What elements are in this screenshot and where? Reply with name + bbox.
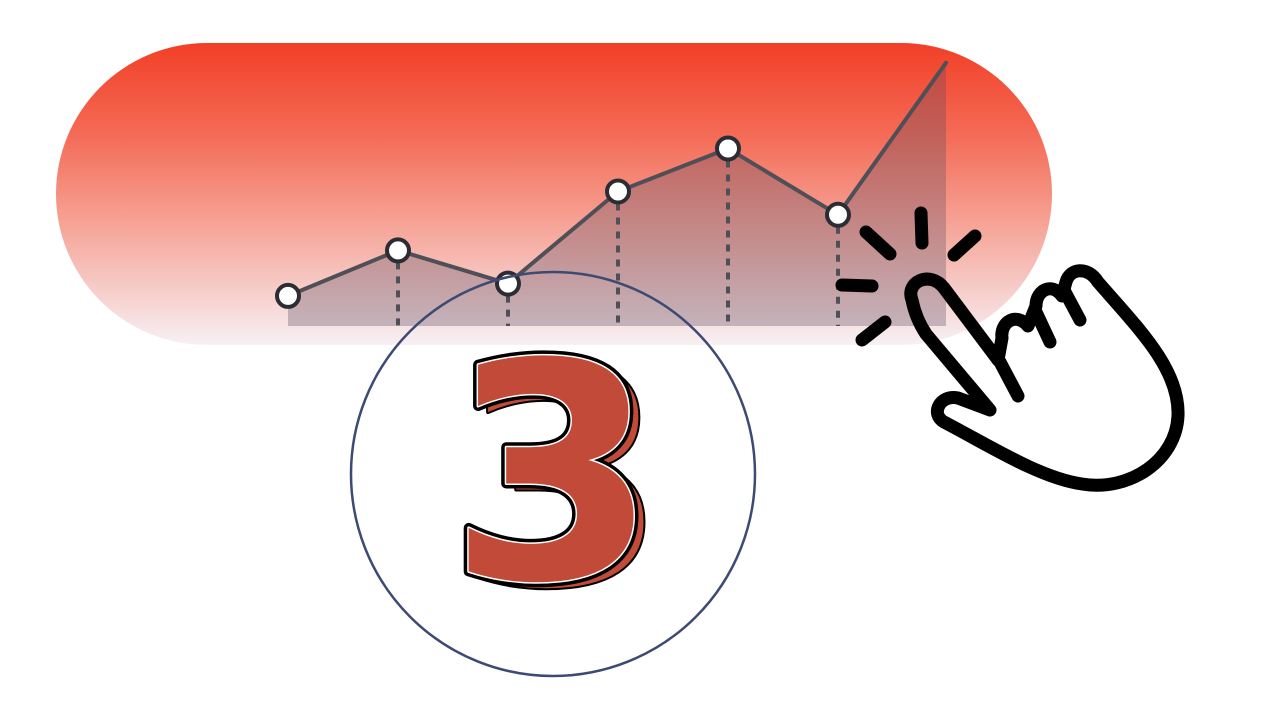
click-rays-icon xyxy=(835,206,982,347)
pointing-hand-click-icon xyxy=(835,206,1185,492)
hand-outline xyxy=(904,264,1185,492)
hand-finger-crease xyxy=(993,355,1025,403)
chart-point xyxy=(715,135,741,162)
chart-point xyxy=(605,178,631,205)
chart-drop-lines xyxy=(396,160,840,326)
hand-finger-crease xyxy=(1057,283,1087,327)
chart-point xyxy=(825,201,851,228)
badge-number-shadow: 3 xyxy=(459,306,668,655)
number-badge: 3 3 3 xyxy=(349,270,757,678)
chart-point xyxy=(385,237,411,264)
chart-point xyxy=(275,282,301,309)
badge-number: 3 xyxy=(449,300,658,649)
hand-finger-crease xyxy=(1029,305,1057,349)
gradient-banner xyxy=(56,43,1052,345)
badge-number-inner-outline: 3 xyxy=(449,300,658,649)
badge-circle xyxy=(349,270,757,678)
